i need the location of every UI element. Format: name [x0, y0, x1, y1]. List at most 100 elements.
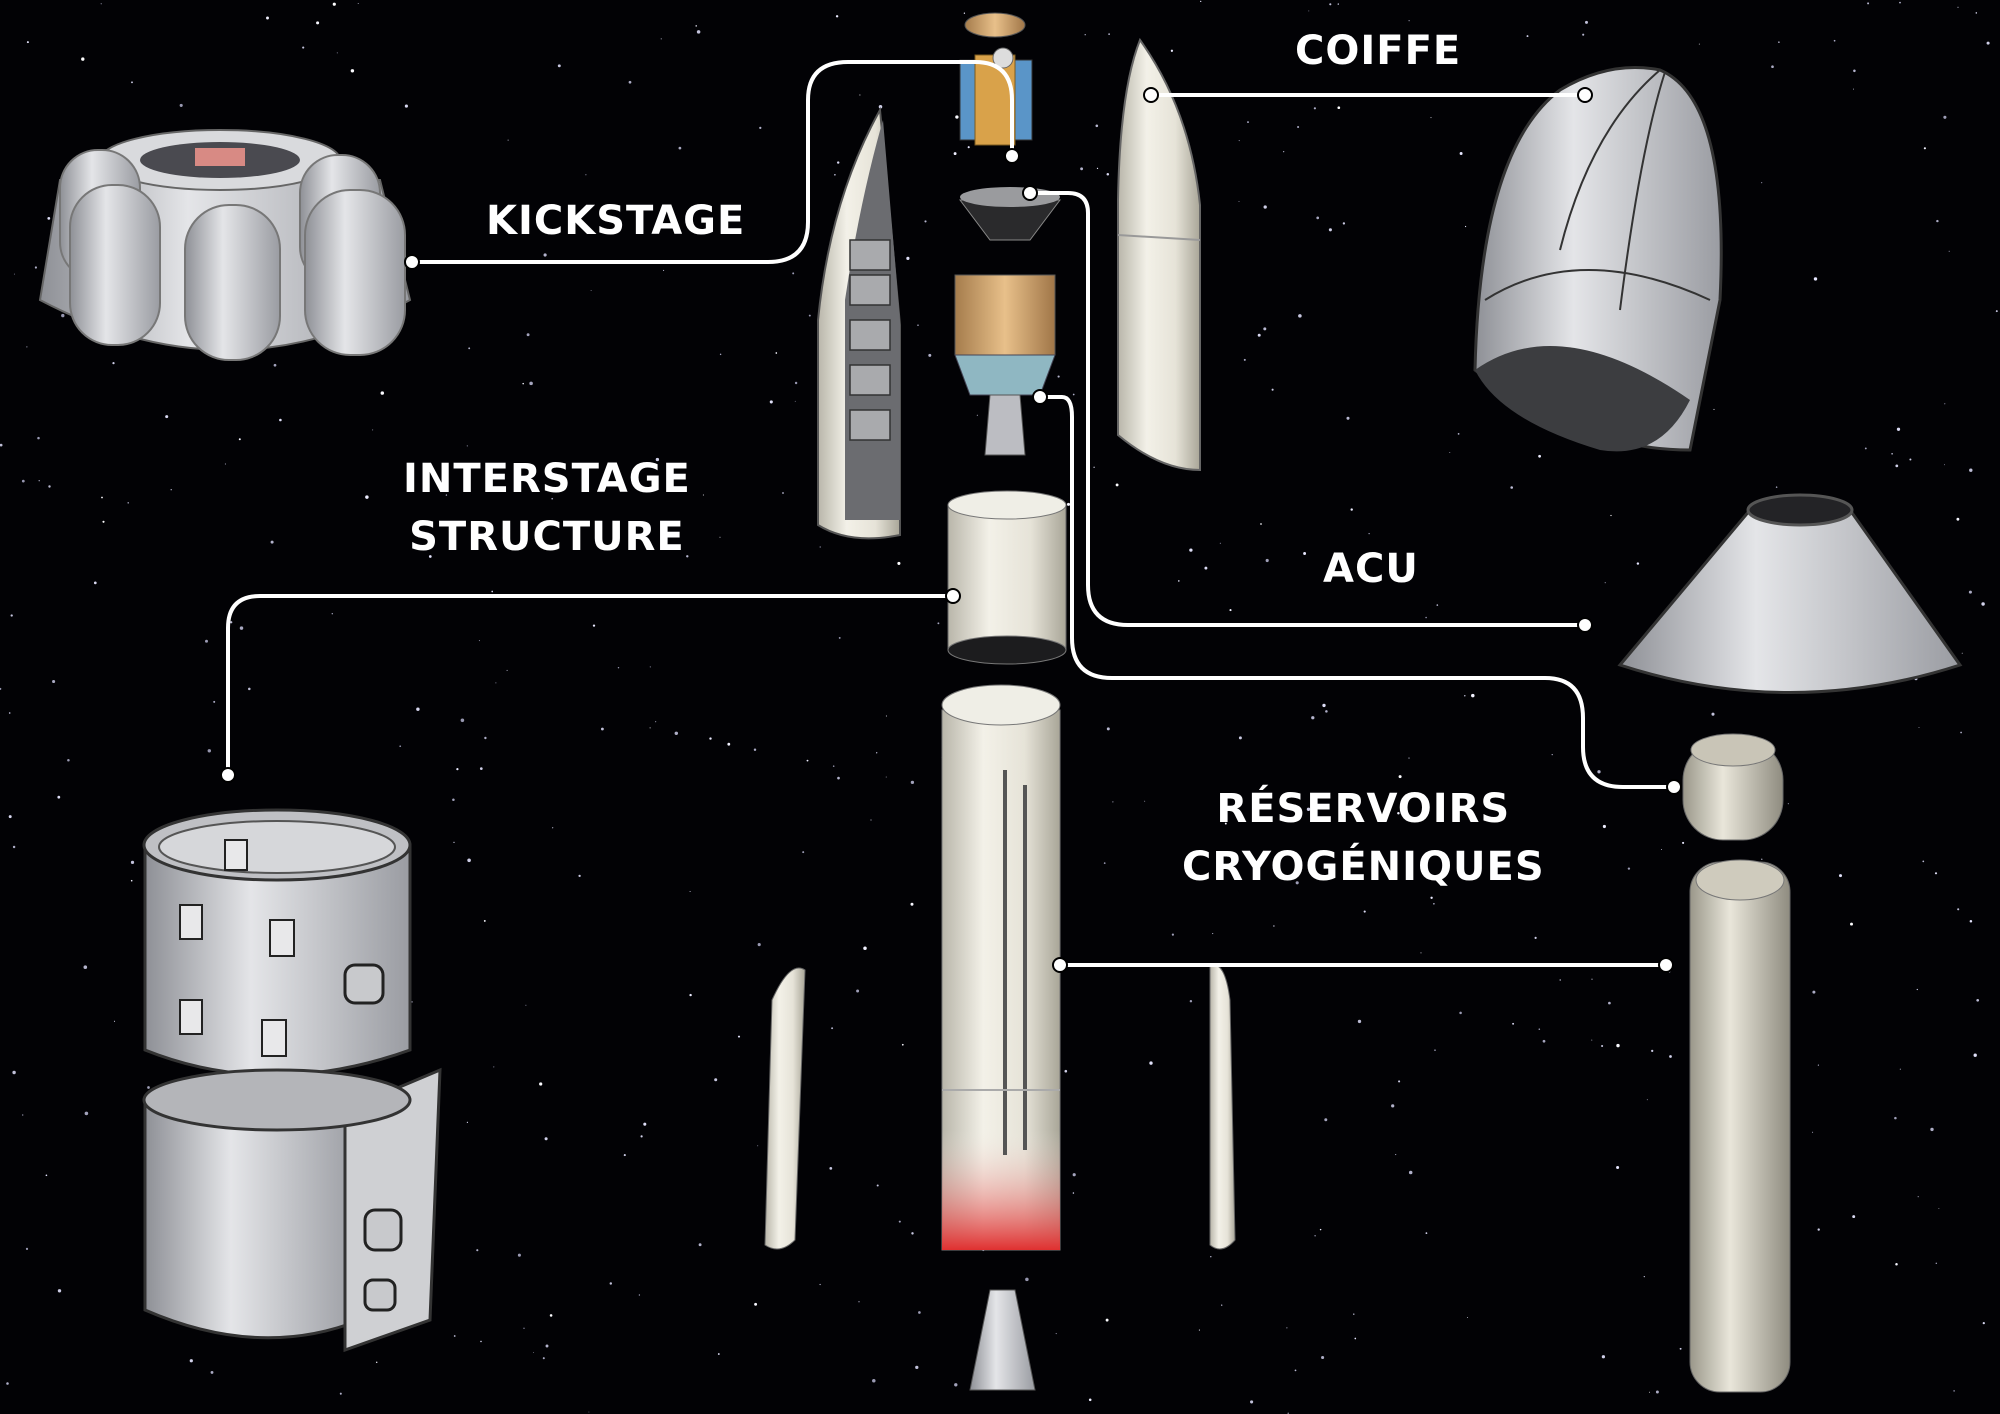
star: [885, 776, 887, 778]
star: [0, 687, 2, 690]
star: [238, 438, 241, 441]
star: [1112, 801, 1114, 803]
star: [47, 217, 51, 220]
star: [917, 324, 919, 326]
star: [1538, 1028, 1541, 1030]
star: [590, 290, 592, 291]
connector-endpoint: [1577, 87, 1593, 103]
star: [273, 363, 277, 367]
star: [452, 798, 455, 801]
star: [1918, 726, 1920, 728]
star: [1938, 1208, 1940, 1209]
star: [1072, 1192, 1075, 1194]
star: [147, 1086, 150, 1089]
star: [467, 858, 471, 863]
star: [1899, 1068, 1901, 1070]
star: [1616, 1043, 1620, 1048]
star: [588, 1411, 590, 1413]
connector-lines: [226, 60, 1674, 967]
star: [302, 46, 305, 49]
star: [1066, 502, 1071, 506]
star: [1838, 874, 1843, 878]
star: [336, 52, 338, 54]
star: [1257, 333, 1261, 337]
star: [674, 731, 679, 736]
star: [769, 400, 773, 404]
star: [1350, 508, 1353, 511]
star: [1108, 33, 1110, 35]
star: [1601, 1355, 1606, 1359]
star: [1969, 468, 1973, 472]
star: [1510, 486, 1513, 489]
star: [1271, 388, 1274, 391]
star: [1449, 451, 1451, 453]
star: [1817, 1228, 1820, 1231]
star: [649, 727, 651, 729]
star: [526, 333, 530, 337]
star: [1953, 1390, 1955, 1392]
star: [1057, 375, 1060, 378]
star: [1025, 1277, 1029, 1282]
star: [689, 890, 691, 893]
star: [517, 1253, 521, 1257]
star: [1297, 125, 1300, 129]
star: [10, 614, 13, 617]
star: [954, 1383, 958, 1387]
star: [357, 3, 359, 5]
star: [1651, 1049, 1654, 1053]
star: [1238, 736, 1242, 740]
star: [1212, 933, 1214, 935]
star: [1982, 1321, 1985, 1325]
star: [1433, 903, 1435, 905]
star: [623, 1154, 626, 1157]
label-interstage-line1: INTERSTAGE: [403, 456, 691, 502]
star: [1986, 41, 1990, 45]
star: [67, 759, 70, 762]
star: [1072, 393, 1075, 396]
star: [1420, 952, 1422, 954]
star: [976, 414, 978, 416]
star: [1534, 936, 1537, 940]
star: [1582, 33, 1585, 36]
star: [663, 269, 665, 271]
star: [717, 1353, 720, 1355]
star: [453, 841, 455, 844]
star: [478, 640, 480, 642]
star: [266, 16, 269, 20]
star: [224, 463, 226, 465]
star: [1853, 88, 1854, 90]
star: [1294, 1369, 1297, 1372]
interstage-structure-illustration: [142, 808, 442, 1353]
star: [1864, 447, 1867, 450]
star: [1457, 433, 1460, 435]
star: [1331, 51, 1335, 55]
star: [8, 712, 11, 714]
star: [1325, 710, 1328, 713]
star: [876, 1184, 879, 1187]
star: [1398, 1080, 1401, 1083]
payload-satellite-illustration: [959, 12, 1033, 146]
star: [834, 174, 836, 176]
star: [131, 81, 133, 84]
star: [678, 146, 682, 150]
star: [1265, 558, 1269, 563]
star: [93, 581, 97, 585]
star: [248, 687, 251, 691]
star: [775, 352, 778, 354]
connector-endpoint: [1666, 779, 1682, 795]
star: [1895, 464, 1899, 468]
star: [1968, 590, 1972, 594]
star: [83, 965, 88, 969]
star: [1273, 925, 1275, 927]
star: [1682, 841, 1685, 844]
star: [48, 485, 51, 488]
star: [1899, 1, 1901, 4]
connector-endpoint: [1052, 957, 1068, 973]
star: [1585, 20, 1588, 24]
star: [1655, 1390, 1659, 1394]
star: [1698, 43, 1700, 45]
star: [1813, 277, 1818, 281]
star: [130, 860, 135, 865]
star: [1328, 228, 1332, 232]
star: [1055, 1333, 1057, 1335]
